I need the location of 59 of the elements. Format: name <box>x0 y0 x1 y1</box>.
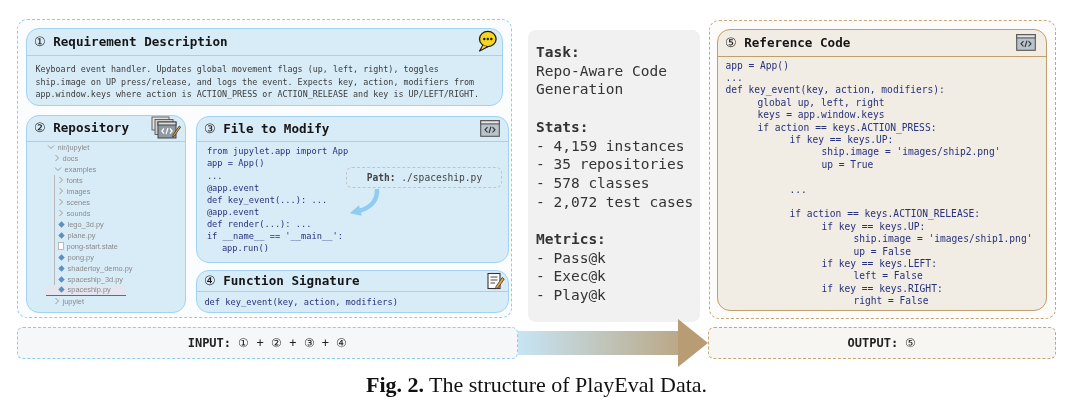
code-line: ... <box>789 183 807 196</box>
code-line: up = False <box>853 245 912 258</box>
code-line: up = True <box>821 158 874 172</box>
file-card <box>195 115 509 263</box>
code-line: if action == keys.ACTION_RELEASE: <box>789 208 980 221</box>
list-item: - Exec@k <box>536 267 606 287</box>
section-heading: Task: <box>536 43 580 62</box>
signature-card <box>195 269 509 313</box>
code-line: ship.image = 'images/ship2.png' <box>821 146 1001 159</box>
code-line: def render(...): ... <box>206 218 312 231</box>
code-line: if key == keys.UP: <box>821 220 926 234</box>
code-line: ... <box>206 169 223 182</box>
code-line: def key_event(key, action, modifiers): <box>725 84 945 97</box>
path-tag <box>346 167 503 189</box>
task-text: Repo-Aware Code Generation <box>536 61 668 100</box>
description-text: Keyboard event handler. Updates global movement flags (up, left, right), toggles ship.image on UP press/release, and logs the event. Expects key, action, modifiers from app.window.keys where action is ACTION_PRESS or ACTION_RELEASE and key is UP/LEFT/RIGHT. <box>35 63 481 101</box>
card-title: ③ File to Modify <box>203 120 330 137</box>
code-line: global up, left, right <box>757 96 885 110</box>
code-line: if __name__ == '__main__': <box>206 230 343 243</box>
card-title: ④ Function Signature <box>203 272 360 289</box>
code-line: left = False <box>853 270 923 283</box>
code-line: if key == keys.UP: <box>789 134 894 147</box>
code-line: def key_event(...): ... <box>206 193 328 206</box>
code-line: ... <box>725 72 743 85</box>
list-item: - 578 classes <box>536 173 650 193</box>
repository-card <box>25 114 186 313</box>
code-line: def key_event(key, action, modifiers) <box>204 295 398 308</box>
code-line: app = App() <box>725 59 789 72</box>
code-line: @app.event <box>206 205 260 218</box>
code-line: ship.image = 'images/ship1.png' <box>853 233 1033 246</box>
input-panel <box>17 19 512 318</box>
stats-panel <box>528 30 700 322</box>
list-item: - 2,072 test cases <box>536 192 694 212</box>
output-label: OUTPUT: ⑤ <box>847 335 917 351</box>
section-heading: Metrics: <box>536 230 606 249</box>
input-label: INPUT: ① + ② + ③ + ④ <box>187 335 348 351</box>
list-item: - Play@k <box>536 286 606 305</box>
card-title: ② Repository <box>33 120 129 137</box>
code-line: if key == keys.RIGHT: <box>821 282 943 296</box>
card-title: ⑤ Reference Code <box>724 34 851 51</box>
input-bar <box>17 327 518 359</box>
figure-caption: Fig. 2. The structure of PlayEval Data. <box>365 372 708 397</box>
code-line: right = False <box>853 295 929 308</box>
block-arrow <box>518 319 708 367</box>
list-item: - Pass@k <box>536 248 606 268</box>
code-line: if key == keys.LEFT: <box>821 258 937 271</box>
description-card <box>25 27 503 106</box>
section-heading: Stats: <box>536 117 589 137</box>
code-line: if action == keys.ACTION_PRESS: <box>757 121 937 134</box>
code-line: from jupylet.app import App <box>206 145 349 158</box>
list-item: - 35 repositories <box>536 155 685 174</box>
code-line: app = App() <box>206 157 265 170</box>
path-label: Path: ./spaceship.py <box>366 171 483 184</box>
list-item: - 4,159 instances <box>536 136 685 156</box>
card-title: ① Requirement Description <box>33 33 228 50</box>
output-bar <box>708 327 1056 359</box>
code-line: @app.event <box>206 181 260 194</box>
code-line: keys = app.window.keys <box>757 109 885 122</box>
code-line: app.run() <box>221 242 269 255</box>
